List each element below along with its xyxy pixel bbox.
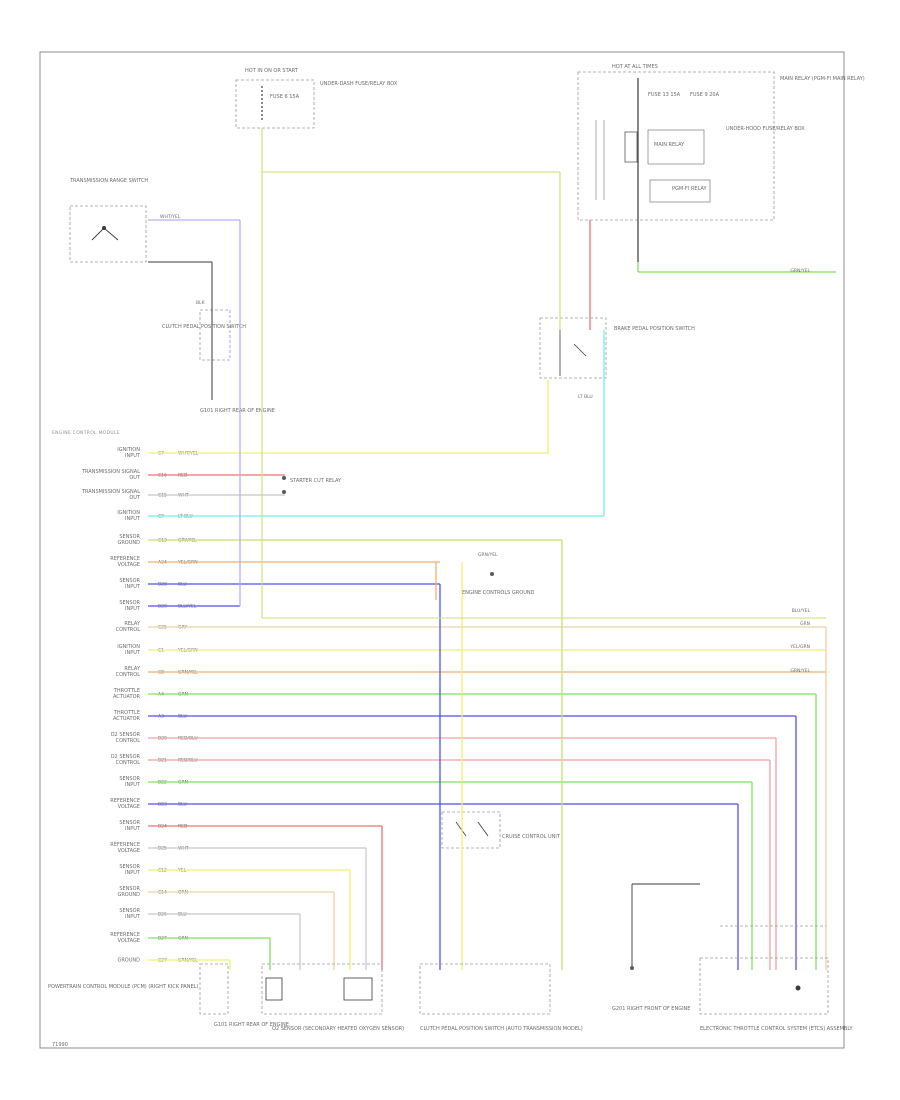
pin-label-line2: INPUT [125, 914, 141, 920]
right-relay-b: PGM-FI RELAY [672, 186, 708, 192]
pin-label: SENSOR [119, 908, 140, 914]
pin-label-line2: GROUND [117, 540, 140, 546]
pin-label: SENSOR [119, 864, 140, 870]
pin-label-line2: INPUT [125, 870, 141, 876]
right-fuse-a: FUSE 13 15A [648, 92, 681, 98]
pin-label: THROTTLE [113, 710, 140, 716]
pin-label-line2: INPUT [125, 826, 141, 832]
pin-label-line2: CONTROL [116, 760, 141, 766]
pin-label: REFERENCE [110, 932, 140, 938]
pin-label: IGNITION [117, 447, 140, 453]
right-wire-label: YEL/GRN [789, 644, 810, 650]
pin-label: SENSOR [119, 886, 140, 892]
top-fuse-title: HOT IN ON OR START [245, 68, 299, 74]
pin-label: IGNITION [117, 644, 140, 650]
wire-layer [148, 128, 836, 970]
g201: G201 RIGHT FRONT OF ENGINE [612, 966, 690, 1012]
clutch-wire-label: BLK [196, 300, 206, 306]
pin-label-line2: ACTUATOR [113, 716, 141, 722]
pin-label-line2: INPUT [125, 453, 141, 459]
pin-label-line2: GROUND [117, 892, 140, 898]
brake-switch-title: BRAKE PEDAL POSITION SWITCH [614, 326, 695, 332]
etcs-assembly: ELECTRONIC THROTTLE CONTROL SYSTEM (ETCS… [699, 957, 854, 1032]
pin-label-line2: INPUT [125, 584, 141, 590]
module-header: ENGINE CONTROL MODULE [52, 430, 120, 436]
right-label-column: BLU/YEL GRN YEL/GRN GRN/YEL GRN/YEL [789, 268, 810, 674]
cmp-sensor: CLUTCH PEDAL POSITION SWITCH (AUTO TRANS… [419, 963, 583, 1032]
top-fuse-desc: UNDER-DASH FUSE/RELAY BOX [320, 81, 398, 87]
right-fuse-b: FUSE 9 20A [690, 92, 720, 98]
starter-cut: STARTER CUT RELAY [282, 476, 342, 494]
diagram-id: 71990 [52, 1042, 68, 1048]
pin-label-line2: CONTROL [116, 672, 141, 678]
pin-label: SENSOR [119, 578, 140, 584]
pin-label-line2: CONTROL [116, 738, 141, 744]
o2-caption: O2 SENSOR (SECONDARY HEATED OXYGEN SENSO… [272, 1026, 404, 1032]
pin-label-line2: VOLTAGE [118, 562, 140, 568]
mid-switch-title: CRUISE CONTROL UNIT [502, 834, 561, 840]
pcm-caption: POWERTRAIN CONTROL MODULE (PCM) (RIGHT K… [48, 984, 198, 990]
range-sensor: TRANSMISSION RANGE SWITCH WHT/YEL [69, 178, 181, 263]
mid-switch: CRUISE CONTROL UNIT [441, 811, 561, 849]
pin-label: O2 SENSOR [111, 754, 141, 760]
pin-label: REFERENCE [110, 798, 140, 804]
engine-wire-c: GRN/YEL [478, 552, 498, 558]
pin-label-line2: CONTROL [116, 627, 141, 633]
pin-label-line2: ACTUATOR [113, 694, 141, 700]
engine-controls-title: ENGINE CONTROLS GROUND [462, 590, 535, 596]
range-sensor-title: TRANSMISSION RANGE SWITCH [69, 178, 148, 184]
right-wire-label: BLU/YEL [792, 608, 811, 614]
pin-label: TRANSMISSION SIGNAL [81, 489, 140, 495]
pin-label: SENSOR [119, 776, 140, 782]
pin-label: RELAY [124, 666, 141, 672]
pin-label-line2: VOLTAGE [118, 804, 140, 810]
pin-label: REFERENCE [110, 842, 140, 848]
etcs-caption: ELECTRONIC THROTTLE CONTROL SYSTEM (ETCS… [700, 1026, 854, 1032]
diagram-border [39, 51, 845, 1049]
range-sensor-wire: WHT/YEL [160, 214, 181, 220]
pin-label: GROUND [117, 958, 140, 964]
pin-label: RELAY [124, 621, 141, 627]
pin-label-line2: INPUT [125, 782, 141, 788]
right-fuse-box: HOT AT ALL TIMES FUSE 13 15A FUSE 9 20A … [577, 64, 865, 262]
pcm-bottom-left: POWERTRAIN CONTROL MODULE (PCM) (RIGHT K… [48, 963, 289, 1028]
right-fuse-side: MAIN RELAY (PGM-FI MAIN RELAY) [780, 76, 865, 82]
pin-label-line2: OUT [129, 495, 141, 501]
right-wire-label: GRN/YEL [790, 668, 810, 674]
pin-label: TRANSMISSION SIGNAL [81, 469, 140, 475]
top-fuse-box: HOT IN ON OR START FUSE 6 15A UNDER-DASH… [235, 68, 398, 129]
pin-label-line2: VOLTAGE [118, 848, 140, 854]
o2-sensor: O2 SENSOR (SECONDARY HEATED OXYGEN SENSO… [261, 963, 404, 1032]
top-fuse-label: FUSE 6 15A [270, 94, 300, 100]
cmp-caption: CLUTCH PEDAL POSITION SWITCH (AUTO TRANS… [420, 1026, 583, 1032]
clutch-switch: CLUTCH PEDAL POSITION SWITCH G101 RIGHT … [162, 262, 275, 414]
pin-label: IGNITION [117, 510, 140, 516]
clutch-switch-title: CLUTCH PEDAL POSITION SWITCH [162, 324, 246, 330]
engine-controls: ENGINE CONTROLS GROUND GRN/YEL [462, 552, 535, 596]
right-relay-a: MAIN RELAY [654, 142, 685, 148]
clutch-switch-ground: G101 RIGHT REAR OF ENGINE [200, 408, 275, 414]
right-fuse-desc: UNDER-HOOD FUSE/RELAY BOX [726, 126, 805, 132]
starter-cut-title: STARTER CUT RELAY [290, 478, 342, 484]
pin-label: O2 SENSOR [111, 732, 141, 738]
pin-label: SENSOR [119, 534, 140, 540]
right-wire-label: GRN [800, 621, 810, 627]
pin-label-line2: OUT [129, 475, 141, 481]
g101-caption: G101 RIGHT REAR OF ENGINE [214, 1022, 289, 1028]
pin-label-line2: VOLTAGE [118, 938, 140, 944]
pin-label: THROTTLE [113, 688, 140, 694]
right-wire-label: GRN/YEL [790, 268, 810, 274]
pin-label: SENSOR [119, 820, 140, 826]
brake-switch: BRAKE PEDAL POSITION SWITCH LT BLU [539, 317, 695, 400]
g201-caption: G201 RIGHT FRONT OF ENGINE [612, 1006, 690, 1012]
pin-label: REFERENCE [110, 556, 140, 562]
pin-label-line2: INPUT [125, 516, 141, 522]
pin-label-line2: INPUT [125, 606, 141, 612]
right-fuse-title: HOT AT ALL TIMES [612, 64, 658, 70]
brake-wire: LT BLU [578, 394, 593, 400]
pin-label-line2: INPUT [125, 650, 141, 656]
pin-label: SENSOR [119, 600, 140, 606]
